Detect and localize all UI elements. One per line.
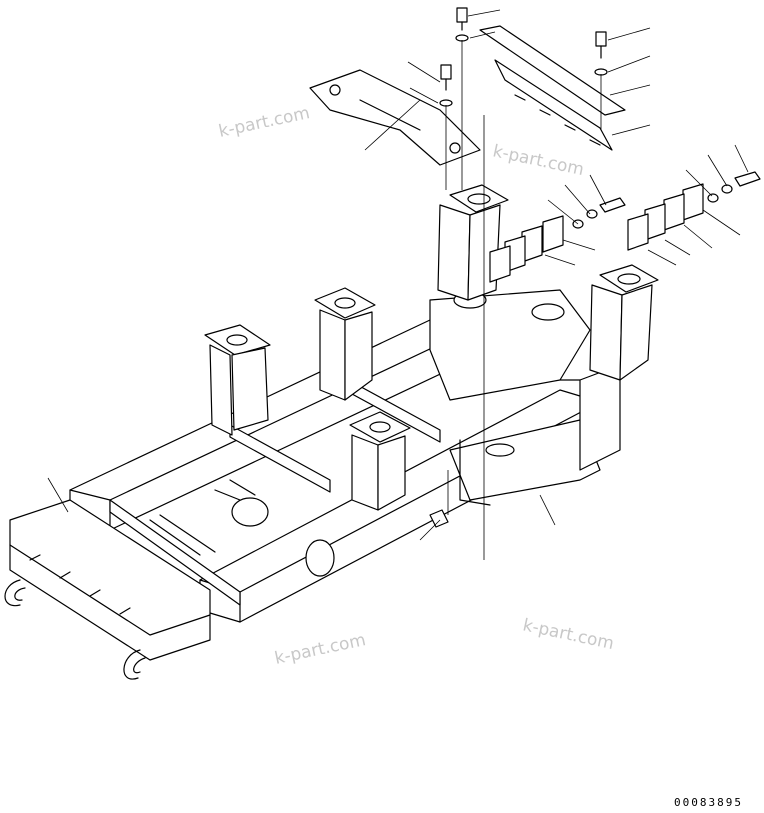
clip bbox=[429, 509, 449, 528]
watermark-1: k-part.com bbox=[217, 103, 312, 142]
drawing-number: 00083895 bbox=[674, 796, 743, 809]
watermark-4: k-part.com bbox=[521, 615, 616, 654]
leader-lines bbox=[47, 9, 749, 560]
mounting-plate bbox=[309, 69, 481, 166]
mount-tower-front-left bbox=[437, 184, 509, 301]
bolts bbox=[439, 7, 761, 229]
mount-tower-front-right bbox=[589, 264, 659, 381]
watermark-3: k-part.com bbox=[273, 630, 368, 669]
mount-tower-center bbox=[349, 411, 411, 511]
mount-tower-middle bbox=[314, 287, 376, 401]
bracket-rail bbox=[479, 25, 626, 151]
mount-tower-left bbox=[204, 324, 271, 436]
watermark-2: k-part.com bbox=[491, 141, 586, 180]
shims bbox=[489, 183, 704, 283]
